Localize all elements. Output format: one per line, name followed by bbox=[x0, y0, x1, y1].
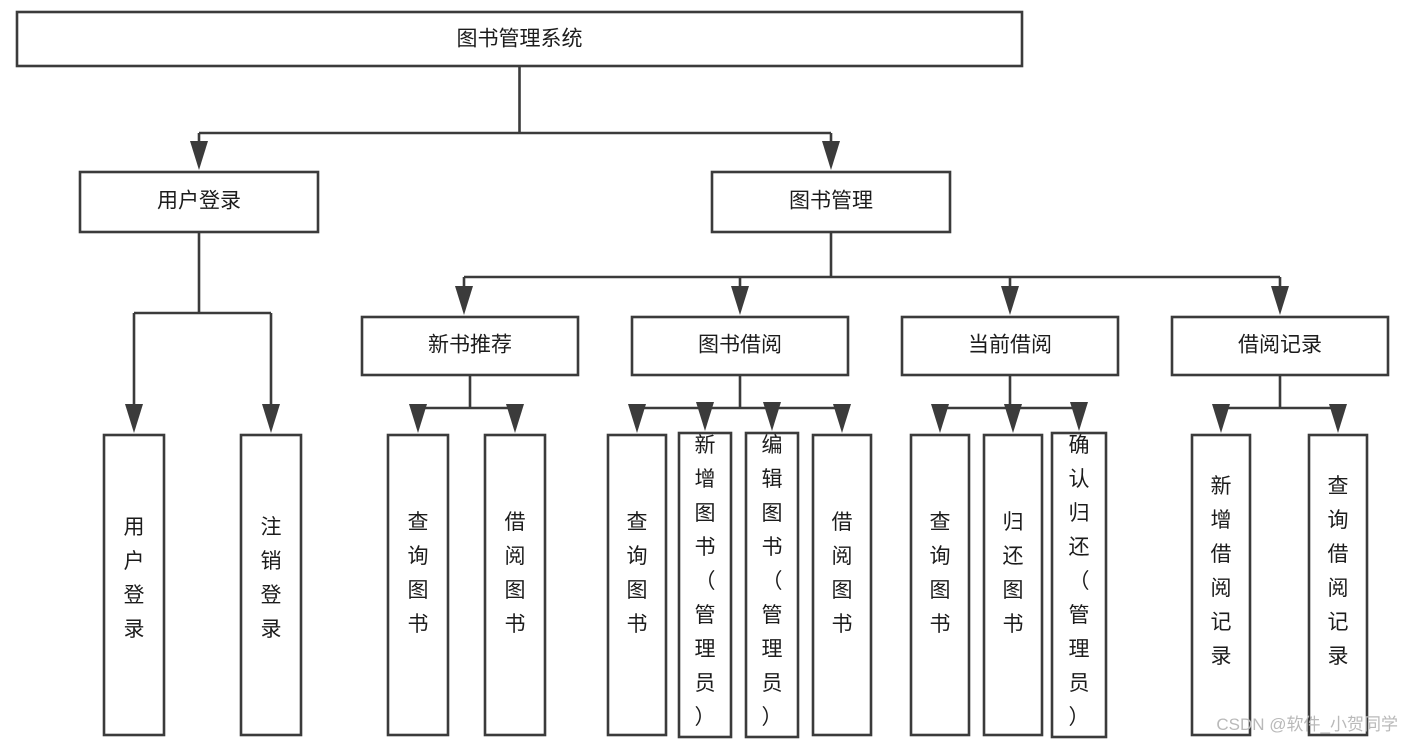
node-book-borrow[interactable]: 图书借阅 bbox=[630, 315, 850, 377]
leaf-add-record-box[interactable] bbox=[1190, 433, 1252, 737]
leaf-query-book-2[interactable]: 查询图书 bbox=[606, 433, 668, 737]
leaf-query-book-2-box[interactable] bbox=[606, 433, 668, 737]
csdn-watermark: CSDN @软件_小贺同学 bbox=[1216, 715, 1398, 734]
arrow-new-book-recommend bbox=[455, 286, 473, 315]
leaf-return-book-label: 归还图书 bbox=[1003, 511, 1024, 636]
leaf-borrow-book-2-box[interactable] bbox=[811, 433, 873, 737]
leaf-add-book[interactable]: 新增图书（管理员） bbox=[677, 431, 733, 739]
leaf-edit-book-box[interactable] bbox=[744, 431, 800, 739]
leaf-query-book-3-label: 查询图书 bbox=[930, 511, 951, 636]
arrow-leaf-logout bbox=[262, 404, 280, 433]
arrow-book-borrow bbox=[731, 286, 749, 315]
leaf-logout[interactable]: 注销登录 bbox=[239, 433, 303, 737]
leaf-edit-book[interactable]: 编辑图书（管理员） bbox=[744, 431, 800, 739]
leaf-query-record-label: 查询借阅记录 bbox=[1328, 475, 1349, 668]
leaf-add-record-label: 新增借阅记录 bbox=[1211, 475, 1232, 668]
leaf-query-record[interactable]: 查询借阅记录 bbox=[1307, 433, 1369, 737]
arrow-leaf-query-book-1 bbox=[409, 404, 427, 433]
leaf-borrow-book-2-label: 借阅图书 bbox=[832, 511, 853, 636]
leaf-query-book-1-box[interactable] bbox=[386, 433, 450, 737]
arrow-current-borrow bbox=[1001, 286, 1019, 315]
leaf-add-book-box[interactable] bbox=[677, 431, 733, 739]
leaf-borrow-book-1[interactable]: 借阅图书 bbox=[483, 433, 547, 737]
connector-group-current-borrow-to-leaves bbox=[931, 375, 1088, 433]
node-user-login-box[interactable] bbox=[78, 170, 320, 234]
node-current-borrow[interactable]: 当前借阅 bbox=[900, 315, 1120, 377]
node-borrow-record-box[interactable] bbox=[1170, 315, 1390, 377]
node-root-box[interactable] bbox=[15, 10, 1024, 68]
arrow-leaf-add-book bbox=[696, 402, 714, 431]
connector-group-new-book-to-leaves bbox=[409, 375, 524, 433]
leaf-user-login-label: 用户登录 bbox=[124, 516, 145, 641]
leaf-query-book-3-box[interactable] bbox=[909, 433, 971, 737]
arrow-leaf-query-book-2 bbox=[628, 404, 646, 433]
node-book-borrow-label: 图书借阅 bbox=[698, 334, 782, 357]
node-book-manage-label: 图书管理 bbox=[789, 190, 873, 213]
arrow-leaf-user-login bbox=[125, 404, 143, 433]
connector-group-book-manage-to-level2 bbox=[455, 232, 1289, 315]
arrow-borrow-record bbox=[1271, 286, 1289, 315]
arrow-user-login bbox=[190, 141, 208, 170]
arrow-leaf-query-book-3 bbox=[931, 404, 949, 433]
node-borrow-record-label: 借阅记录 bbox=[1238, 334, 1322, 357]
connector-group-root-to-level1 bbox=[190, 66, 840, 170]
leaf-query-record-box[interactable] bbox=[1307, 433, 1369, 737]
node-book-manage-box[interactable] bbox=[710, 170, 952, 234]
connector-group-book-borrow-to-leaves bbox=[628, 375, 851, 433]
leaf-user-login[interactable]: 用户登录 bbox=[102, 433, 166, 737]
node-new-book-recommend-box[interactable] bbox=[360, 315, 580, 377]
leaf-borrow-book-1-label: 借阅图书 bbox=[505, 511, 526, 636]
arrow-leaf-query-record bbox=[1329, 404, 1347, 433]
connector-group-borrow-record-to-leaves bbox=[1212, 375, 1347, 433]
node-current-borrow-label: 当前借阅 bbox=[968, 334, 1052, 357]
node-root-label: 图书管理系统 bbox=[457, 28, 583, 51]
node-user-login[interactable]: 用户登录 bbox=[78, 170, 320, 234]
leaf-query-book-3[interactable]: 查询图书 bbox=[909, 433, 971, 737]
node-book-borrow-box[interactable] bbox=[630, 315, 850, 377]
leaf-query-book-2-label: 查询图书 bbox=[627, 511, 648, 636]
arrow-leaf-borrow-book-2 bbox=[833, 404, 851, 433]
leaf-logout-label: 注销登录 bbox=[261, 516, 282, 641]
leaf-add-book-label: 新增图书（管理员） bbox=[695, 434, 716, 729]
node-root[interactable]: 图书管理系统 bbox=[15, 10, 1024, 68]
node-new-book-recommend-label: 新书推荐 bbox=[428, 334, 512, 357]
leaf-return-book-box[interactable] bbox=[982, 433, 1044, 737]
leaf-logout-box[interactable] bbox=[239, 433, 303, 737]
arrow-leaf-add-record bbox=[1212, 404, 1230, 433]
leaf-query-book-1-label: 查询图书 bbox=[408, 511, 429, 636]
leaf-confirm-return-label: 确认归还（管理员） bbox=[1069, 434, 1090, 729]
arrow-leaf-return-book bbox=[1004, 404, 1022, 433]
leaf-confirm-return-box[interactable] bbox=[1050, 431, 1108, 739]
leaf-return-book[interactable]: 归还图书 bbox=[982, 433, 1044, 737]
node-book-manage[interactable]: 图书管理 bbox=[710, 170, 952, 234]
leaf-edit-book-label: 编辑图书（管理员） bbox=[762, 434, 783, 729]
arrow-leaf-confirm-return bbox=[1070, 402, 1088, 431]
arrow-leaf-edit-book bbox=[763, 402, 781, 431]
leaf-borrow-book-1-box[interactable] bbox=[483, 433, 547, 737]
node-borrow-record[interactable]: 借阅记录 bbox=[1170, 315, 1390, 377]
leaf-borrow-book-2[interactable]: 借阅图书 bbox=[811, 433, 873, 737]
leaf-add-record[interactable]: 新增借阅记录 bbox=[1190, 433, 1252, 737]
leaf-user-login-box[interactable] bbox=[102, 433, 166, 737]
leaf-confirm-return[interactable]: 确认归还（管理员） bbox=[1050, 431, 1108, 739]
arrow-leaf-borrow-book-1 bbox=[506, 404, 524, 433]
node-new-book-recommend[interactable]: 新书推荐 bbox=[360, 315, 580, 377]
node-user-login-label: 用户登录 bbox=[157, 190, 241, 213]
leaf-query-book-1[interactable]: 查询图书 bbox=[386, 433, 450, 737]
node-current-borrow-box[interactable] bbox=[900, 315, 1120, 377]
arrow-book-manage bbox=[822, 141, 840, 170]
connector-group-user-login-to-leaves bbox=[125, 232, 280, 433]
